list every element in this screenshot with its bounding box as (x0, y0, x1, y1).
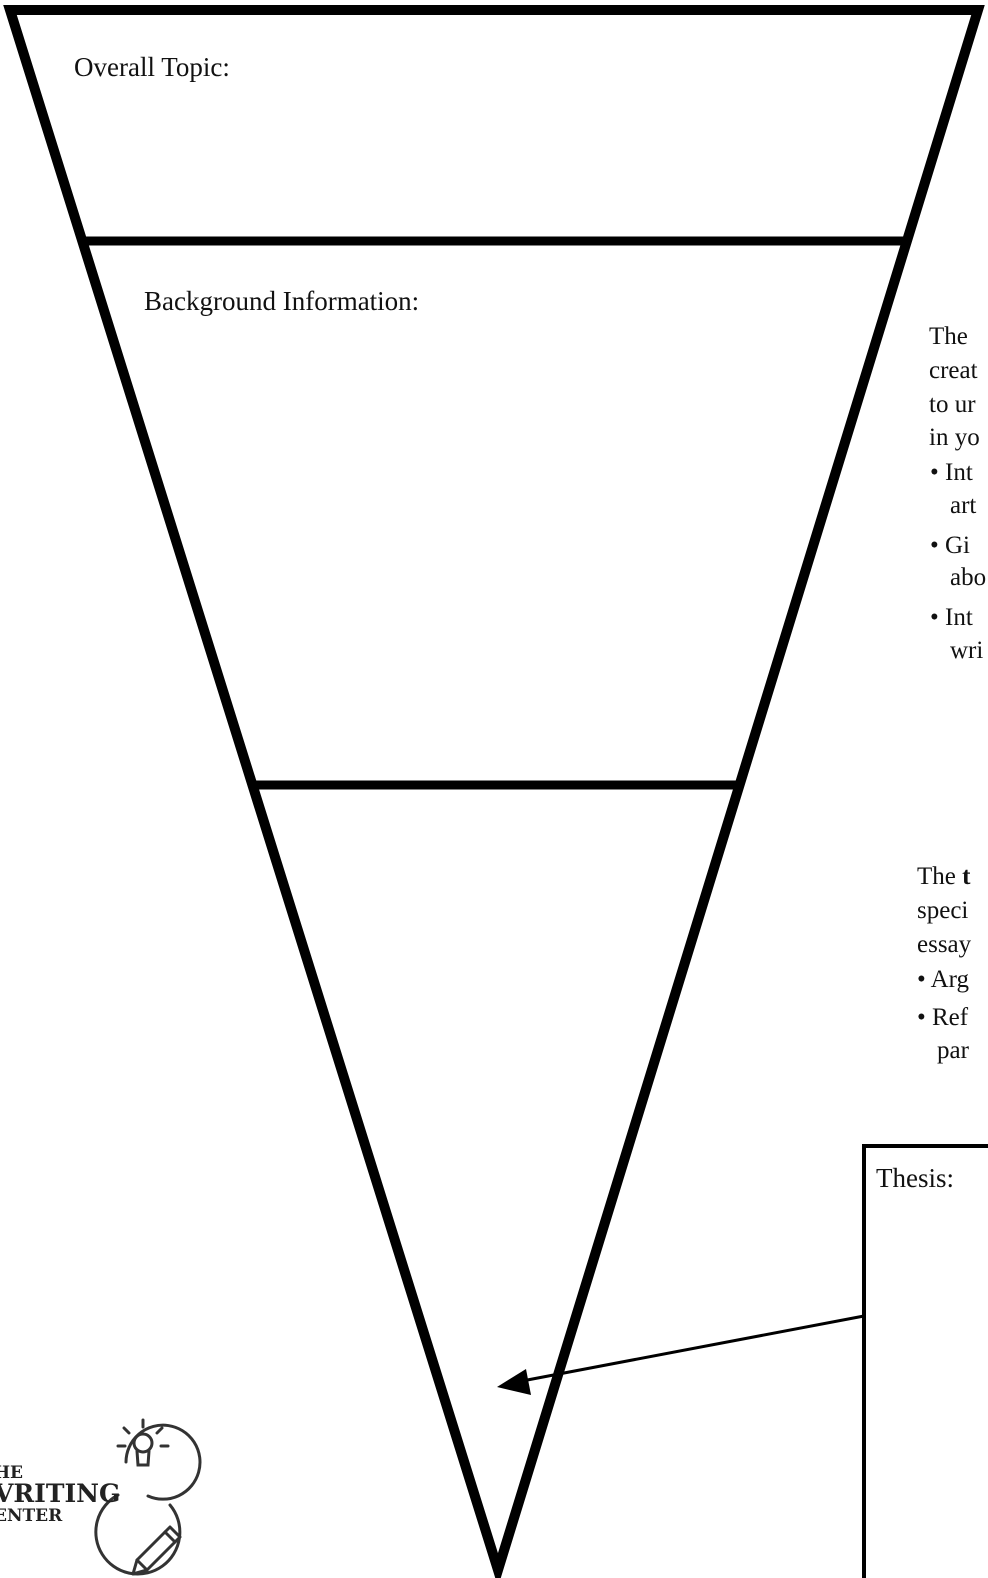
logo-text-center: ENTER (0, 1506, 63, 1526)
side-bullet-1-line: abo (950, 564, 987, 591)
side-bullet-1-line: • Int (930, 459, 973, 486)
logo-text-the: HE (0, 1463, 24, 1483)
side-bullet-1-line: wri (950, 637, 984, 664)
side-bullet-2-line: par (937, 1037, 969, 1064)
side-paragraph-1-line: in yo (929, 424, 980, 451)
side-paragraph-2-line: The t (917, 863, 971, 890)
side-paragraph-1-line: to ur (929, 391, 976, 418)
background-info-label: Background Information: (144, 286, 420, 316)
side-paragraph-1-line: creat (929, 357, 978, 384)
side-bullet-1-line: • Int (930, 604, 973, 631)
lightbulb-icon (116, 1418, 202, 1501)
pencil-icon (94, 1493, 182, 1576)
overall-topic-label: Overall Topic: (74, 52, 230, 82)
side-paragraph-2-line: speci (917, 897, 969, 924)
side-bullet-1-line: • Gi (930, 532, 971, 559)
thesis-box (862, 1144, 988, 1578)
side-bullet-1-line: art (950, 492, 977, 519)
side-bullet-2-line: • Arg (917, 966, 970, 993)
thesis-label: Thesis: (876, 1163, 954, 1193)
logo-text-writing: VRITING (0, 1479, 121, 1508)
side-paragraph-1-line: The (929, 323, 968, 350)
thesis-arrow-head (497, 1369, 531, 1395)
side-paragraph-2-line: essay (917, 931, 972, 958)
funnel-outline (3, 5, 985, 1578)
thesis-arrow-line (521, 1314, 865, 1383)
side-bullet-2-line: • Ref (917, 1004, 969, 1031)
